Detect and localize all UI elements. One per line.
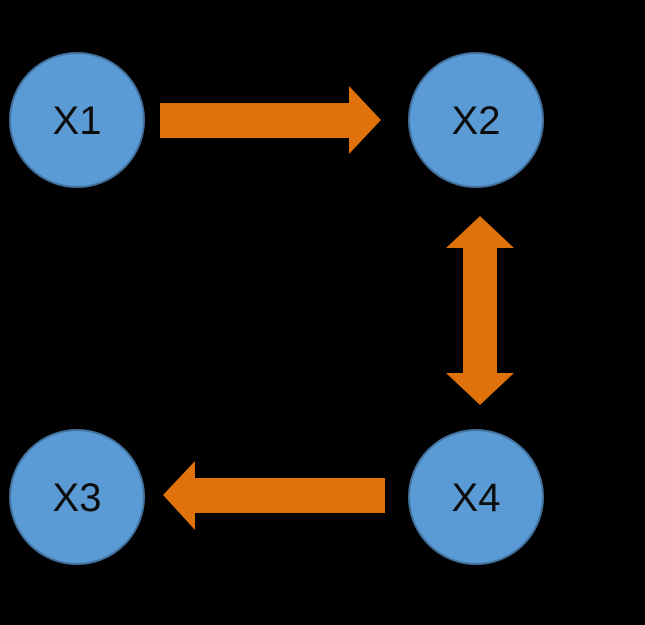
node-x2-label: X2: [452, 99, 501, 143]
node-x3-label: X3: [53, 476, 102, 520]
node-x3[interactable]: X3: [9, 429, 145, 565]
node-x3-circle[interactable]: [9, 429, 145, 565]
edges-layer: [160, 86, 514, 530]
node-x2[interactable]: X2: [408, 52, 544, 188]
node-x4-label: X4: [452, 476, 501, 520]
node-x1-circle[interactable]: [9, 52, 145, 188]
node-x4-circle[interactable]: [408, 429, 544, 565]
edge-x4-to-x3-arrow[interactable]: [163, 461, 385, 530]
node-x2-circle[interactable]: [408, 52, 544, 188]
nodes-layer: X1 X2 X3 X4: [9, 52, 544, 565]
node-x1-label: X1: [53, 99, 102, 143]
edge-x2-x4-bidirectional-arrow[interactable]: [446, 216, 514, 405]
node-x4[interactable]: X4: [408, 429, 544, 565]
node-x1[interactable]: X1: [9, 52, 145, 188]
edge-x1-to-x2-arrow[interactable]: [160, 86, 381, 154]
